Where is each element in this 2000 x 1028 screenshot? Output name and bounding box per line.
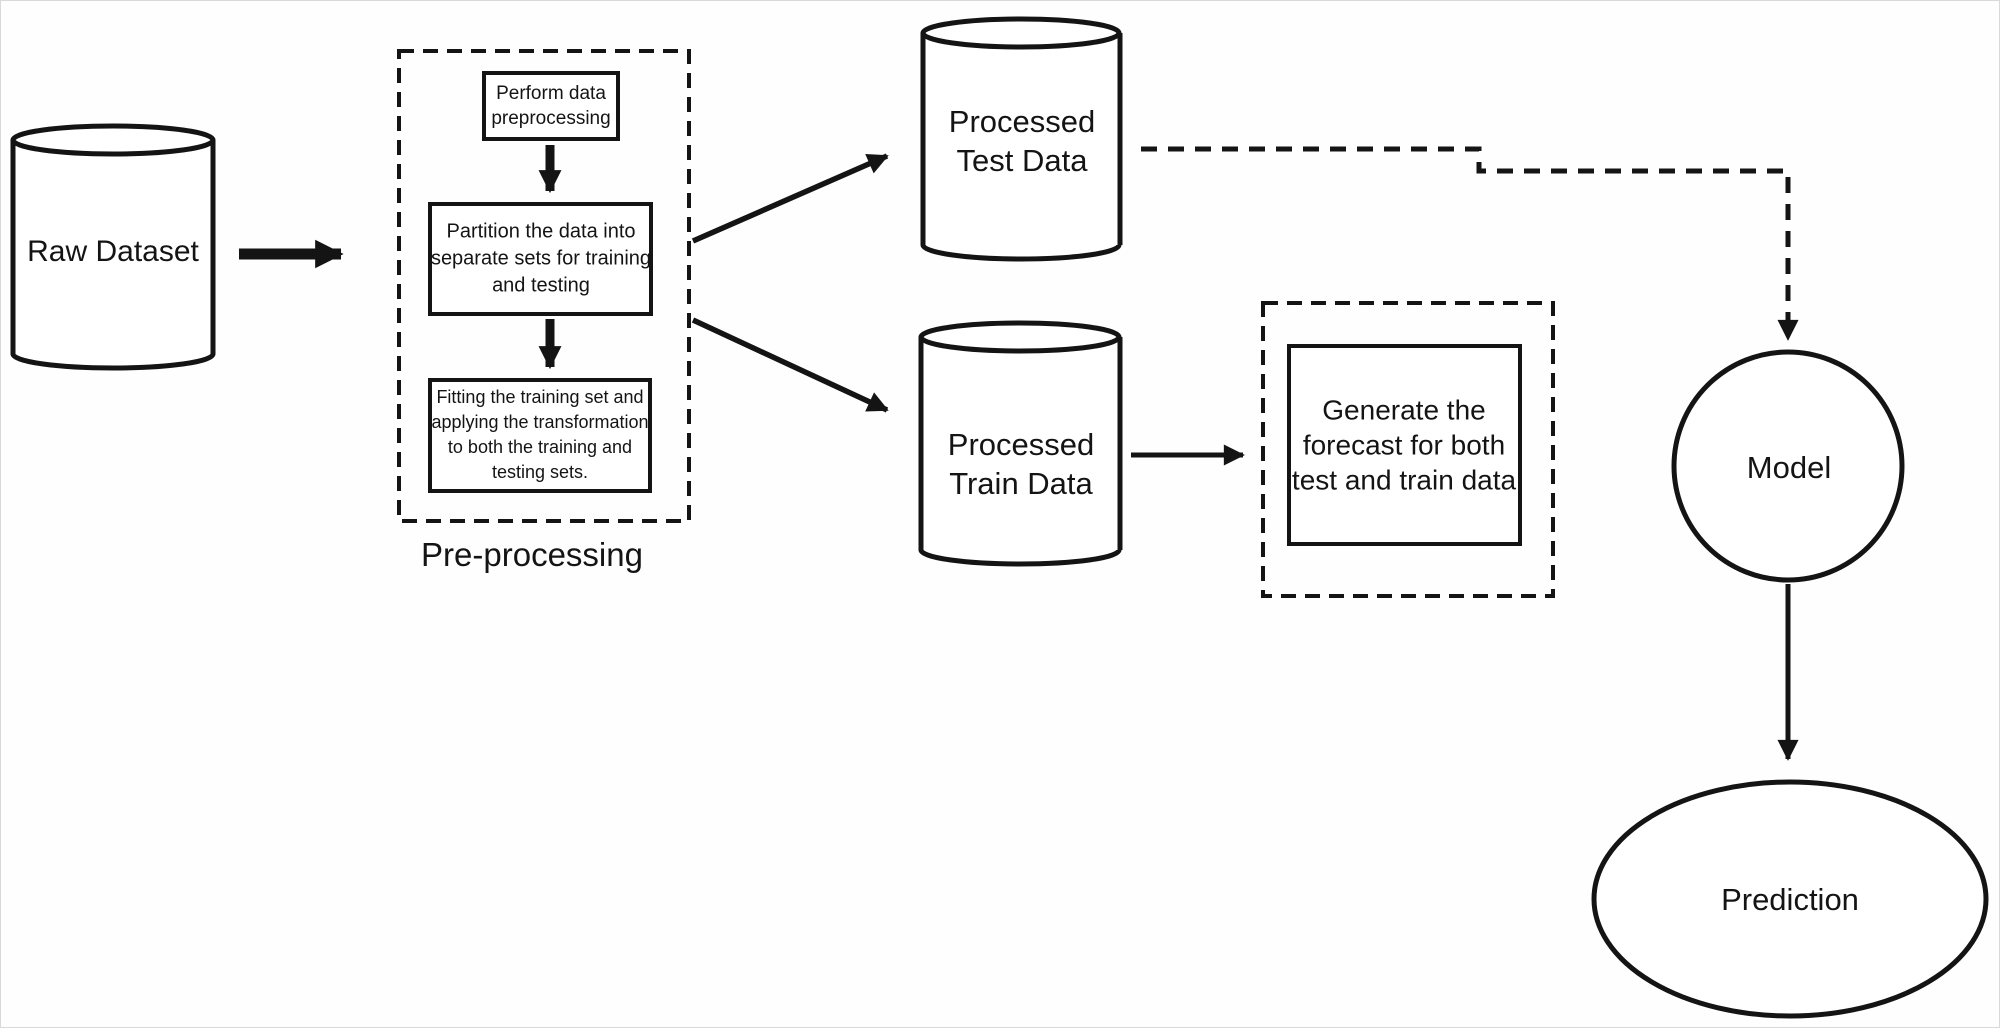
model-circle — [1671, 349, 1905, 583]
cylinder-body — [919, 337, 1122, 550]
forecast-box-label: Generate the forecast for both test and … — [1291, 394, 1517, 496]
edge-test-data-to-model-dashed-arrow — [1141, 146, 1799, 341]
processed-test-data-label: Processed Test Data — [948, 104, 1096, 178]
cylinder-body — [921, 33, 1122, 245]
processed-train-data-cylinder — [918, 320, 1123, 567]
forecast-box — [1287, 344, 1522, 546]
raw-dataset-label: Raw Dataset — [27, 235, 199, 268]
cylinder-top — [10, 123, 216, 157]
edge-preprocessing-to-train-data-arrow — [691, 317, 889, 413]
preprocessing-step3-label: Fitting the training set and applying th… — [431, 387, 649, 482]
processed-test-data-cylinder — [920, 16, 1123, 262]
preprocessing-group-label: Pre-processing — [421, 536, 643, 573]
raw-dataset-cylinder — [10, 123, 216, 371]
cylinder-body — [11, 140, 215, 354]
preprocessing-step2-label: Partition the data into separate sets fo… — [430, 220, 652, 297]
model-label: Model — [1746, 450, 1832, 485]
preprocessing-step1-label: Perform data preprocessing — [491, 83, 611, 129]
processed-train-data-label: Processed Train Data — [947, 427, 1095, 501]
prediction-label: Prediction — [1721, 882, 1859, 917]
preprocessing-dashed-container — [397, 49, 691, 523]
forecast-dashed-container — [1261, 301, 1555, 598]
preprocessing-step2-box — [428, 202, 653, 316]
edge-preprocessing-to-test-data-arrow — [691, 153, 889, 244]
prediction-ellipse — [1591, 779, 1989, 1019]
cylinder-top — [918, 320, 1122, 354]
preprocessing-step3-box — [428, 378, 652, 493]
cylinder-top — [920, 16, 1122, 50]
preprocessing-step1-box — [482, 71, 620, 141]
